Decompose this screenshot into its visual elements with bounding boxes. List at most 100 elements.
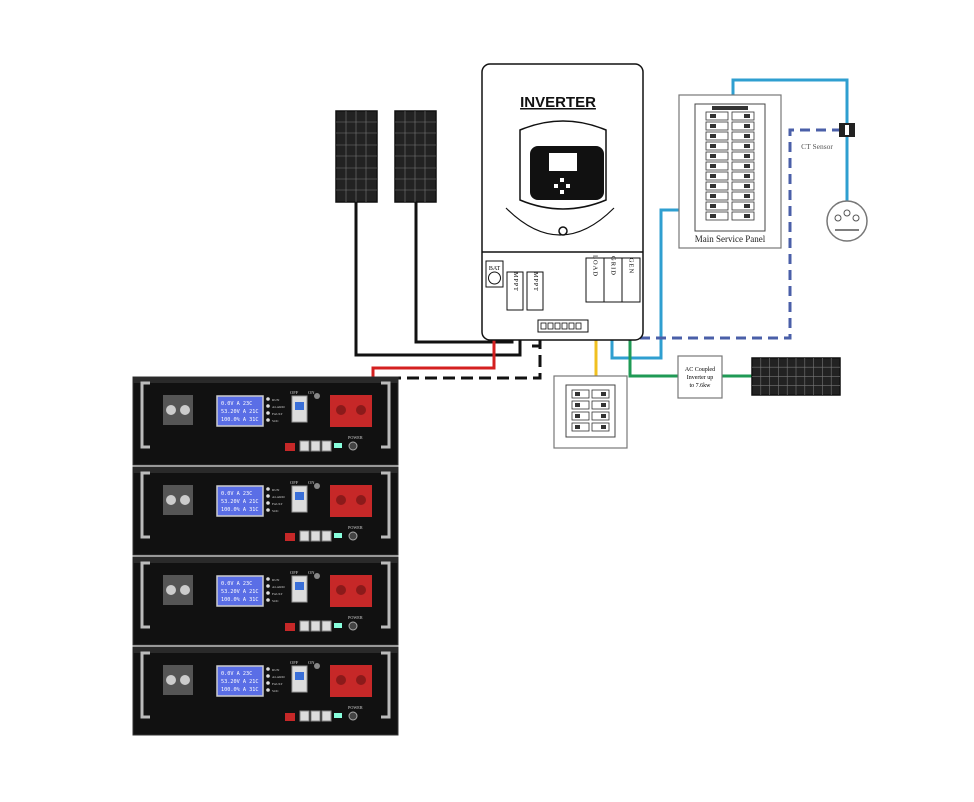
battery-stack: 0.0V A 23C 53.20V A 21C 100.0% A 31C RUN ALA… [132, 376, 399, 736]
power-button-icon[interactable] [348, 711, 358, 721]
indicator-led-icon [266, 688, 270, 692]
svg-text:to 7.6kw: to 7.6kw [690, 383, 712, 389]
breaker [705, 181, 729, 191]
battery-breaker-switch[interactable] [291, 665, 308, 693]
rj45-port-icon [321, 530, 332, 542]
rj45-port-icon [321, 440, 332, 452]
battery-breaker-switch[interactable] [291, 575, 308, 603]
inverter-screen [549, 153, 577, 171]
indicator-label: SOC [272, 599, 279, 603]
indicator-label: FAULT [272, 592, 284, 596]
indicator-label: ALARM [272, 675, 286, 679]
power-button-icon[interactable] [348, 441, 358, 451]
power-label: POWER [348, 525, 363, 530]
indicator-label: ALARM [272, 405, 286, 409]
indicator-label: RUN [272, 578, 280, 582]
lcd-line: 100.0% A 31C [221, 417, 258, 423]
indicator-led-icon [266, 584, 270, 588]
svg-text:LOAD: LOAD [592, 255, 599, 277]
indicator-led-icon [266, 411, 270, 415]
inverter-knob-icon [558, 226, 568, 236]
solar-panel-right [394, 110, 437, 203]
main-service-panel: Main Service Panel [678, 94, 782, 249]
comm-terminal-strip [537, 319, 589, 333]
reset-button-icon[interactable] [314, 393, 320, 399]
breaker [705, 141, 729, 151]
breaker [571, 411, 590, 421]
mppt1-terminal: MPPT [506, 271, 524, 311]
lcd-line: 53.20V A 21C [221, 409, 258, 415]
ct-sensor-wire [560, 128, 840, 340]
indicator-led-icon [266, 501, 270, 505]
indicator-led-icon [266, 404, 270, 408]
breaker [705, 131, 729, 141]
rj45-port-icon [310, 620, 321, 632]
lcd-line: 100.0% A 31C [221, 687, 258, 693]
utility-meter-icon [826, 200, 868, 242]
indicator-led-icon [266, 577, 270, 581]
breaker [731, 121, 755, 131]
rj45-port-icon [299, 620, 310, 632]
battery-breaker-switch[interactable] [291, 395, 308, 423]
indicator-led-icon [266, 418, 270, 422]
breaker [731, 201, 755, 211]
power-button-icon[interactable] [348, 531, 358, 541]
battery-positive-wire [371, 285, 496, 380]
positive-terminal-icon [330, 665, 372, 697]
switch-off-label: OFF [290, 390, 299, 395]
rj45-port-icon [321, 620, 332, 632]
indicator-led-icon [266, 667, 270, 671]
svg-text:BAT: BAT [489, 266, 501, 272]
grid-terminal: GRID [603, 256, 623, 303]
svg-text:MPPT: MPPT [512, 272, 518, 292]
breaker [705, 161, 729, 171]
battery-breaker-switch[interactable] [291, 485, 308, 513]
indicator-led-icon [266, 598, 270, 602]
power-button-icon[interactable] [348, 621, 358, 631]
lcd-line: 53.20V A 21C [221, 499, 258, 505]
indicator-label: SOC [272, 689, 279, 693]
negative-terminal-icon [163, 485, 193, 515]
subpanel-breaker-grid [571, 389, 610, 432]
breaker [571, 422, 590, 432]
svg-text:Inverter up: Inverter up [687, 375, 714, 381]
reset-button-icon[interactable] [314, 573, 320, 579]
inverter-title: INVERTER [520, 94, 596, 111]
lcd-line: 0.0V A 23C [221, 581, 252, 587]
svg-text:AC Coupled: AC Coupled [685, 367, 715, 373]
indicator-label: RUN [272, 398, 280, 402]
handle-right [381, 651, 391, 719]
handle-left [140, 381, 150, 449]
indicator-label: FAULT [272, 502, 284, 506]
negative-terminal-icon [163, 575, 193, 605]
indicator-label: FAULT [272, 682, 284, 686]
breaker [571, 389, 590, 399]
main-panel-label: Main Service Panel [695, 234, 766, 244]
gen-terminal: GEN [621, 257, 641, 303]
indicator-label: ALARM [272, 585, 286, 589]
breaker [731, 211, 755, 221]
breaker [731, 131, 755, 141]
reset-button-icon[interactable] [314, 663, 320, 669]
lcd-line: 53.20V A 21C [221, 679, 258, 685]
lcd-line: 0.0V A 23C [221, 491, 252, 497]
reset-button-icon[interactable] [314, 483, 320, 489]
lcd-line: 53.20V A 21C [221, 589, 258, 595]
handle-left [140, 471, 150, 539]
dry-contact-icon [334, 623, 342, 628]
switch-on-label: ON [308, 390, 315, 395]
breaker [591, 400, 610, 410]
handle-right [381, 561, 391, 629]
indicator-label: RUN [272, 668, 280, 672]
breaker [731, 181, 755, 191]
lcd-line: 0.0V A 23C [221, 671, 252, 677]
indicator-label: SOC [272, 419, 279, 423]
handle-left [140, 561, 150, 629]
svg-text:GEN: GEN [628, 258, 635, 274]
switch-on-label: ON [308, 660, 315, 665]
handle-right [381, 471, 391, 539]
